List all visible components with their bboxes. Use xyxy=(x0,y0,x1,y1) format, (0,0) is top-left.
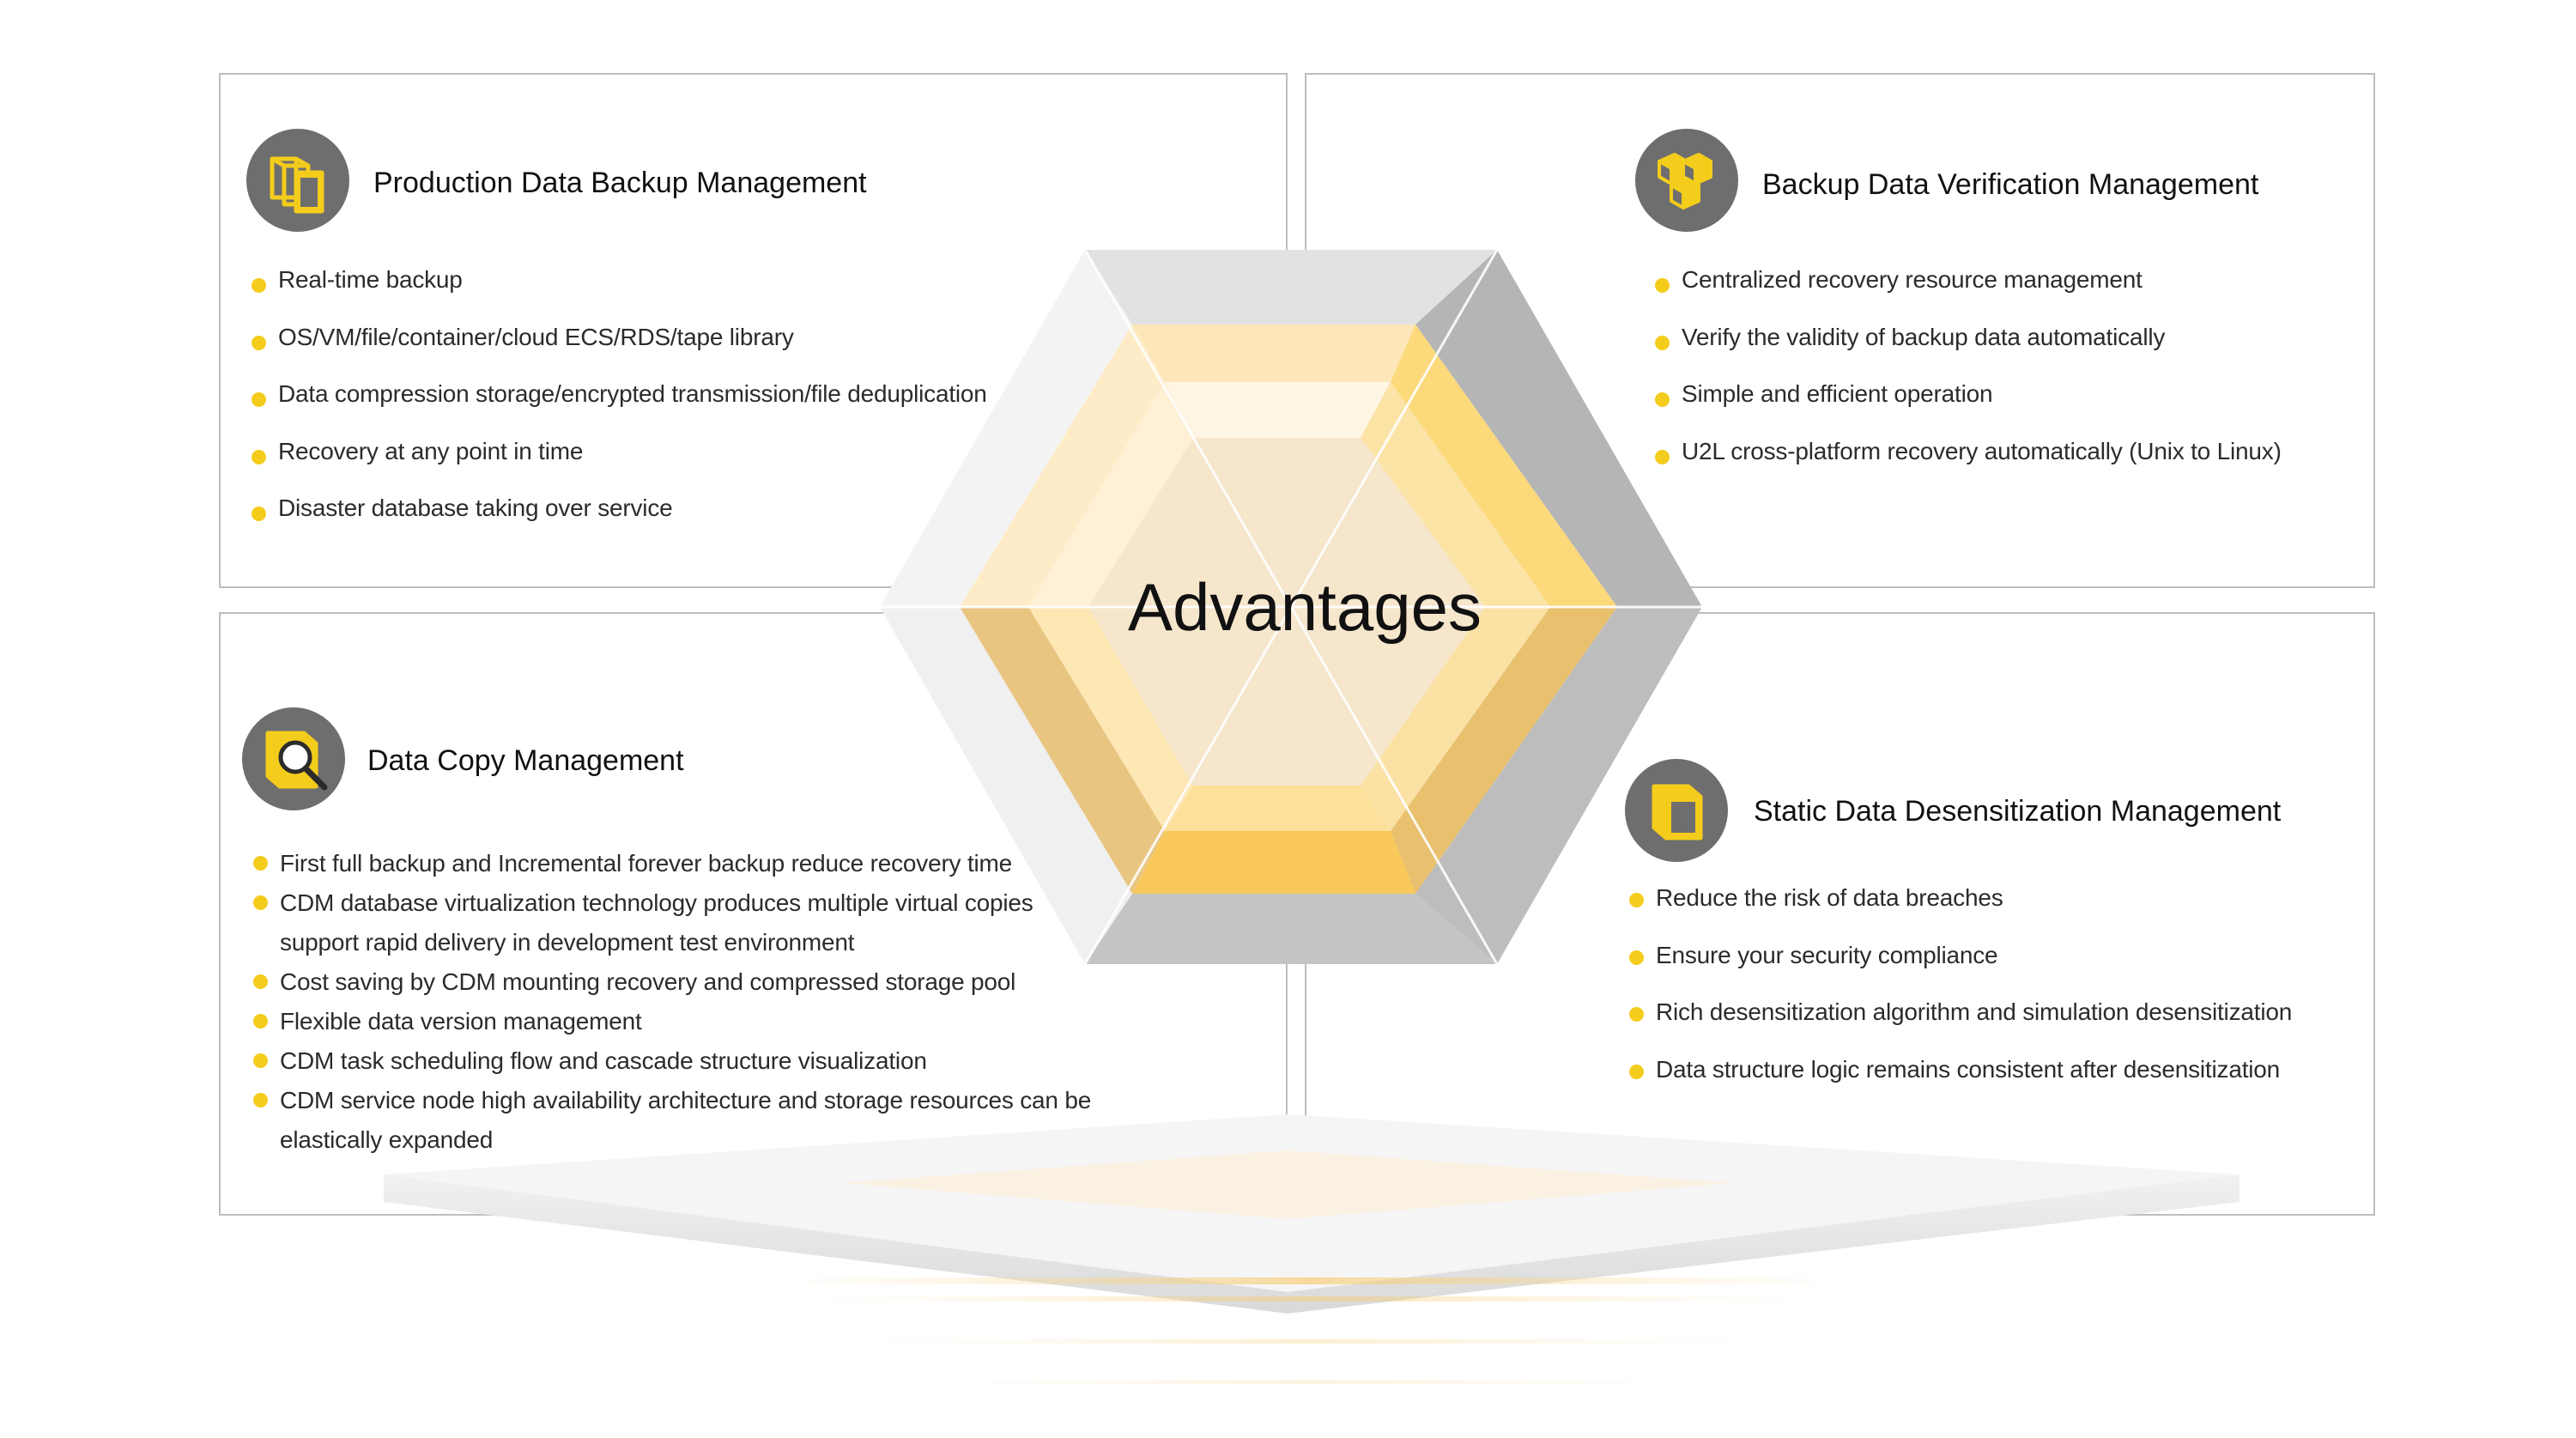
list-item: OS/VM/file/container/cloud ECS/RDS/tape … xyxy=(252,324,987,381)
panel-title: Data Copy Management xyxy=(367,744,684,777)
panel-title: Production Data Backup Management xyxy=(373,167,867,199)
list-item: Verify the validity of backup data autom… xyxy=(1655,324,2282,381)
list-item: Rich desensitization algorithm and simul… xyxy=(1629,998,2292,1056)
list-item: CDM service node high availability archi… xyxy=(253,1081,1091,1160)
bullet-dot xyxy=(1629,893,1644,907)
cube-cluster-icon xyxy=(1635,129,1738,232)
feature-list: First full backup and Incremental foreve… xyxy=(253,844,1091,1160)
list-item: Simple and efficient operation xyxy=(1655,380,2282,438)
stacked-boxes-icon xyxy=(1625,759,1728,862)
list-item: Reduce the risk of data breaches xyxy=(1629,884,2292,942)
list-item: CDM task scheduling flow and cascade str… xyxy=(253,1041,1091,1081)
bullet-dot xyxy=(252,278,266,293)
list-item: Flexible data version management xyxy=(253,1002,1091,1041)
bullet-dot xyxy=(1655,335,1670,350)
bullet-dot xyxy=(253,895,268,910)
bullet-dot xyxy=(252,392,266,407)
bullet-dot xyxy=(253,974,268,989)
list-item: Recovery at any point in time xyxy=(252,438,987,495)
list-item: Real-time backup xyxy=(252,266,987,324)
panel-title: Backup Data Verification Management xyxy=(1762,168,2259,201)
list-item: Data compression storage/encrypted trans… xyxy=(252,380,987,438)
list-item: Cost saving by CDM mounting recovery and… xyxy=(253,962,1091,1002)
list-item: Disaster database taking over service xyxy=(252,495,987,552)
box-magnifier-icon xyxy=(242,707,345,810)
bullet-dot xyxy=(253,1014,268,1028)
panel-title: Static Data Desensitization Management xyxy=(1754,795,2282,828)
bullet-dot xyxy=(252,335,266,350)
feature-list: Centralized recovery resource management… xyxy=(1655,266,2282,495)
list-item: Ensure your security compliance xyxy=(1629,942,2292,999)
bullet-dot xyxy=(252,449,266,464)
bullet-dot xyxy=(1655,449,1670,464)
bullet-dot xyxy=(253,856,268,871)
list-item: First full backup and Incremental foreve… xyxy=(253,844,1091,883)
list-item: U2L cross-platform recovery automaticall… xyxy=(1655,438,2282,495)
feature-list: Reduce the risk of data breaches Ensure … xyxy=(1629,884,2292,1113)
stacked-boxes-icon xyxy=(246,129,349,232)
bullet-dot xyxy=(253,1053,268,1068)
list-item: Centralized recovery resource management xyxy=(1655,266,2282,324)
bullet-dot xyxy=(253,1093,268,1107)
bullet-dot xyxy=(1629,1007,1644,1022)
list-item: Data structure logic remains consistent … xyxy=(1629,1056,2292,1113)
bullet-dot xyxy=(1655,278,1670,293)
feature-list: Real-time backup OS/VM/file/container/cl… xyxy=(252,266,987,552)
bullet-dot xyxy=(1629,950,1644,965)
bullet-dot xyxy=(252,507,266,521)
list-item: CDM database virtualization technology p… xyxy=(253,883,1091,962)
bullet-dot xyxy=(1629,1064,1644,1079)
advantages-title: Advantages xyxy=(1128,569,1482,645)
bullet-dot xyxy=(1655,392,1670,407)
